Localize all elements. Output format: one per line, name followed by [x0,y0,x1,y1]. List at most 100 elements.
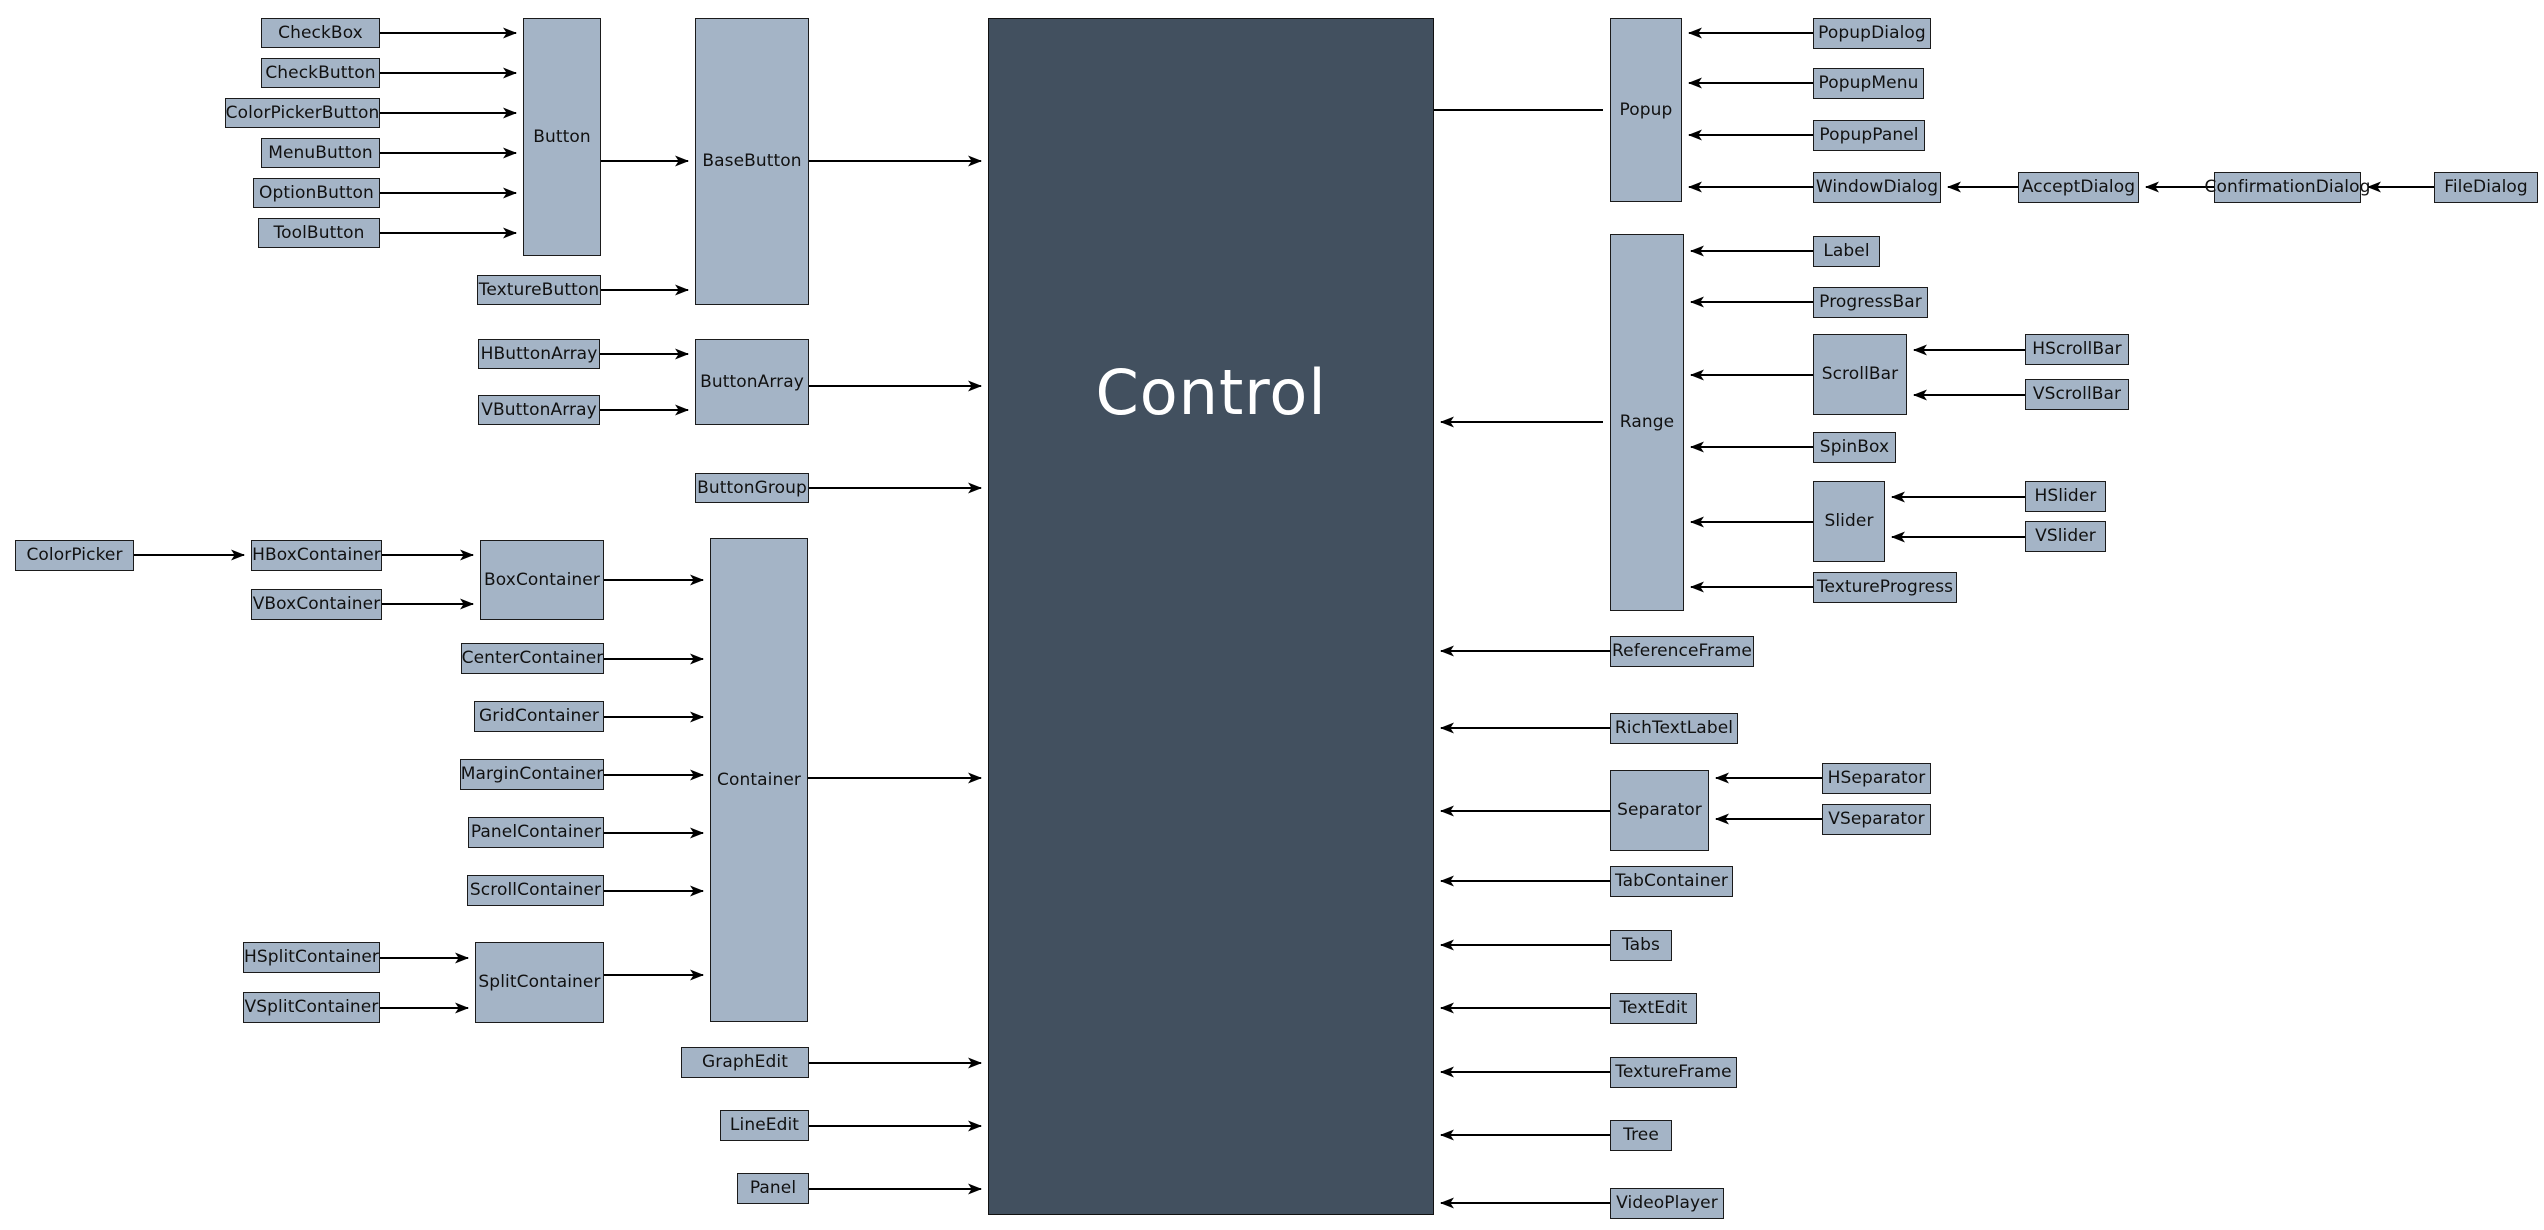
node-label: ToolButton [273,222,365,243]
node-label: TabContainer [1614,871,1729,892]
class-node-tabcontainer[interactable]: TabContainer [1610,866,1733,897]
class-node-acceptdialog[interactable]: AcceptDialog [2018,172,2139,203]
class-node-checkbutton[interactable]: CheckButton [261,58,380,88]
class-node-vseparator[interactable]: VSeparator [1822,804,1931,835]
node-label: CheckBox [278,22,363,43]
node-label: PanelContainer [470,822,602,843]
node-label: TextEdit [1619,998,1688,1019]
class-node-toolbutton[interactable]: ToolButton [258,218,380,248]
class-node-popupmenu[interactable]: PopupMenu [1813,68,1924,99]
class-node-checkbox[interactable]: CheckBox [261,18,380,48]
root-node-root[interactable]: Control [988,18,1434,1215]
class-node-hslider[interactable]: HSlider [2025,481,2106,512]
class-node-menubutton[interactable]: MenuButton [261,138,380,168]
node-label: ColorPickerButton [225,102,380,123]
node-label: Panel [749,1178,797,1199]
class-node-hboxcontainer[interactable]: HBoxContainer [251,540,382,571]
class-node-popup[interactable]: Popup [1610,18,1682,202]
class-node-richtextlabel[interactable]: RichTextLabel [1610,713,1738,744]
class-node-optionbutton[interactable]: OptionButton [253,178,380,208]
class-node-spinbox[interactable]: SpinBox [1813,432,1896,463]
class-node-range[interactable]: Range [1610,234,1684,611]
class-node-colorpicker[interactable]: ColorPicker [15,540,134,571]
node-label: Control [1095,356,1327,429]
class-node-videoplayer[interactable]: VideoPlayer [1610,1188,1724,1219]
node-label: Tree [1623,1125,1659,1146]
class-node-popupdialog[interactable]: PopupDialog [1813,18,1931,49]
node-label: ButtonArray [700,371,804,392]
node-label: BaseButton [702,151,802,172]
class-node-lineedit[interactable]: LineEdit [720,1110,809,1141]
node-label: Popup [1619,99,1673,120]
class-node-popuppanel[interactable]: PopupPanel [1813,120,1925,151]
class-node-confirmationdialog[interactable]: ConfirmationDialog [2205,172,2370,203]
class-node-scrollbar[interactable]: ScrollBar [1813,334,1907,415]
node-label: OptionButton [259,182,374,203]
node-label: ConfirmationDialog [2204,177,2371,198]
class-node-texturebutton[interactable]: TextureButton [477,275,601,305]
class-node-basebutton[interactable]: BaseButton [695,18,809,305]
class-node-vsplitcontainer[interactable]: VSplitContainer [243,992,380,1023]
node-label: VBoxContainer [252,594,381,615]
class-node-margincontainer[interactable]: MarginContainer [460,759,604,790]
class-node-buttonarray[interactable]: ButtonArray [695,339,809,425]
class-node-vscrollbar[interactable]: VScrollBar [2025,379,2129,410]
class-node-filedialog[interactable]: FileDialog [2434,172,2538,203]
node-label: HButtonArray [480,343,598,364]
node-label: SplitContainer [478,972,601,993]
node-label: GraphEdit [702,1052,788,1073]
node-label: BoxContainer [484,569,600,590]
node-label: HSplitContainer [243,947,380,968]
class-node-panel[interactable]: Panel [737,1173,809,1204]
node-label: SpinBox [1819,437,1890,458]
node-label: Range [1619,412,1675,433]
class-node-hseparator[interactable]: HSeparator [1822,763,1931,794]
class-node-textureprogress[interactable]: TextureProgress [1813,572,1957,603]
class-node-centercontainer[interactable]: CenterContainer [461,643,604,674]
class-node-splitcontainer[interactable]: SplitContainer [475,942,604,1023]
node-label: VSplitContainer [244,997,379,1018]
node-label: WindowDialog [1815,177,1939,198]
class-node-colorpickerbutton[interactable]: ColorPickerButton [225,98,380,128]
class-node-separator[interactable]: Separator [1610,770,1709,851]
node-label: AcceptDialog [2021,177,2136,198]
class-node-vbuttonarray[interactable]: VButtonArray [478,395,600,425]
class-node-graphedit[interactable]: GraphEdit [681,1047,809,1078]
class-node-hbuttonarray[interactable]: HButtonArray [478,339,600,369]
node-label: MenuButton [268,142,373,163]
node-label: MarginContainer [460,764,604,785]
class-node-vboxcontainer[interactable]: VBoxContainer [251,589,382,620]
class-node-textedit[interactable]: TextEdit [1610,993,1697,1024]
class-node-tree[interactable]: Tree [1610,1120,1672,1151]
class-node-tabs[interactable]: Tabs [1610,930,1672,961]
class-node-referenceframe[interactable]: ReferenceFrame [1610,636,1754,667]
class-node-hsplitcontainer[interactable]: HSplitContainer [243,942,380,973]
class-node-progressbar[interactable]: ProgressBar [1813,287,1928,318]
class-node-gridcontainer[interactable]: GridContainer [474,701,604,732]
class-node-scrollcontainer[interactable]: ScrollContainer [467,875,604,906]
node-label: VButtonArray [481,399,597,420]
class-node-windowdialog[interactable]: WindowDialog [1813,172,1941,203]
class-node-buttongroup[interactable]: ButtonGroup [695,473,809,503]
node-label: HBoxContainer [252,545,381,566]
class-node-hscrollbar[interactable]: HScrollBar [2025,334,2129,365]
class-node-boxcontainer[interactable]: BoxContainer [480,540,604,620]
class-node-panelcontainer[interactable]: PanelContainer [468,817,604,848]
node-label: ProgressBar [1819,292,1922,313]
node-label: PopupMenu [1818,73,1919,94]
class-node-slider[interactable]: Slider [1813,481,1885,562]
class-node-textureframe[interactable]: TextureFrame [1610,1057,1737,1088]
node-label: CenterContainer [461,648,604,669]
node-label: GridContainer [478,706,600,727]
node-label: VSeparator [1828,809,1925,830]
node-label: Slider [1824,511,1874,532]
node-label: VScrollBar [2032,384,2122,405]
node-label: Button [533,126,591,147]
node-label: Separator [1617,800,1702,821]
node-label: HSeparator [1827,768,1926,789]
class-node-button[interactable]: Button [523,18,601,256]
class-node-container[interactable]: Container [710,538,808,1022]
class-node-label[interactable]: Label [1813,236,1880,267]
class-node-vslider[interactable]: VSlider [2025,521,2106,552]
